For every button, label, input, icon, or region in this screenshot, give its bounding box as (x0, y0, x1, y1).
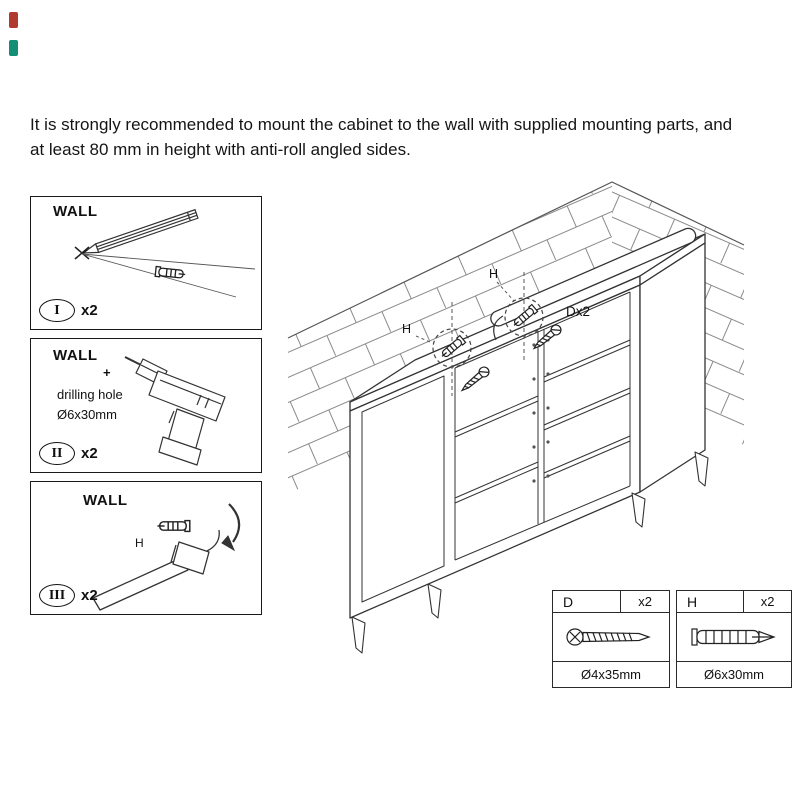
cabinet (349, 227, 709, 654)
cabinet-legs (351, 451, 709, 654)
wall-label: WALL (53, 347, 98, 364)
part-qty: x2 (620, 591, 669, 612)
anchor-callout-circle (432, 328, 472, 368)
intro-text: It is strongly recommended to mount the … (30, 112, 732, 162)
step-box-1: WALL I x2 (30, 196, 262, 330)
motion-arrow-icon (221, 503, 241, 552)
part-size: Ø4x35mm (553, 661, 669, 687)
watermark-icon (9, 12, 18, 56)
step-number-row: III x2 (39, 584, 98, 607)
wall-plug-icon (691, 628, 776, 646)
step-box-2: WALL + drilling hole Ø6x30mm II x2 (30, 338, 262, 473)
step-number-row: I x2 (39, 299, 98, 322)
anchor-callout-circle (504, 297, 544, 337)
plus-sign: + (103, 365, 111, 380)
parts-table-header: H x2 (677, 591, 791, 613)
step1-illustration (74, 208, 256, 298)
hammer-icon (92, 529, 220, 611)
parts-table-header: D x2 (553, 591, 669, 613)
pencil-icon (81, 208, 199, 254)
h-label-left: H (402, 322, 411, 336)
step-numeral: I (39, 299, 75, 322)
step-number-row: II x2 (39, 442, 98, 465)
step-box-3: WALL H III x2 (30, 481, 262, 615)
wall-plug-icon (154, 265, 187, 281)
part-qty: x2 (743, 591, 791, 612)
wall-plug-icon (156, 519, 191, 533)
h-label-top: H (489, 267, 498, 281)
step-numeral: III (39, 584, 75, 607)
step-qty: x2 (81, 587, 98, 604)
cabinet-right-end (639, 242, 706, 493)
d-qty-label: Dx2 (566, 304, 590, 319)
anti-roll-rail (490, 227, 697, 341)
anchor-h-label: H (135, 536, 144, 550)
step-qty: x2 (81, 445, 98, 462)
parts-table-d: D x2 Ø4x35m (552, 590, 670, 688)
step-numeral: II (39, 442, 75, 465)
mounting-annotations: H H Dx2 (402, 267, 590, 396)
drill-note-line-1: drilling hole (57, 387, 123, 402)
screw-icon (566, 628, 651, 646)
intro-line-2: at least 80 mm in height with anti-roll … (30, 140, 411, 159)
step3-illustration (92, 503, 241, 611)
wall-label: WALL (83, 492, 128, 509)
step2-illustration (124, 356, 226, 466)
step-qty: x2 (81, 302, 98, 319)
drill-icon (124, 356, 226, 466)
wall-label: WALL (53, 203, 98, 220)
part-size: Ø6x30mm (677, 661, 791, 687)
intro-line-1: It is strongly recommended to mount the … (30, 115, 733, 134)
drill-note-line-2: Ø6x30mm (57, 407, 117, 422)
parts-table-h: H x2 Ø6x30mm (676, 590, 792, 688)
wall-mark-x (74, 246, 90, 260)
part-code: H (687, 593, 698, 610)
part-code: D (563, 593, 574, 610)
